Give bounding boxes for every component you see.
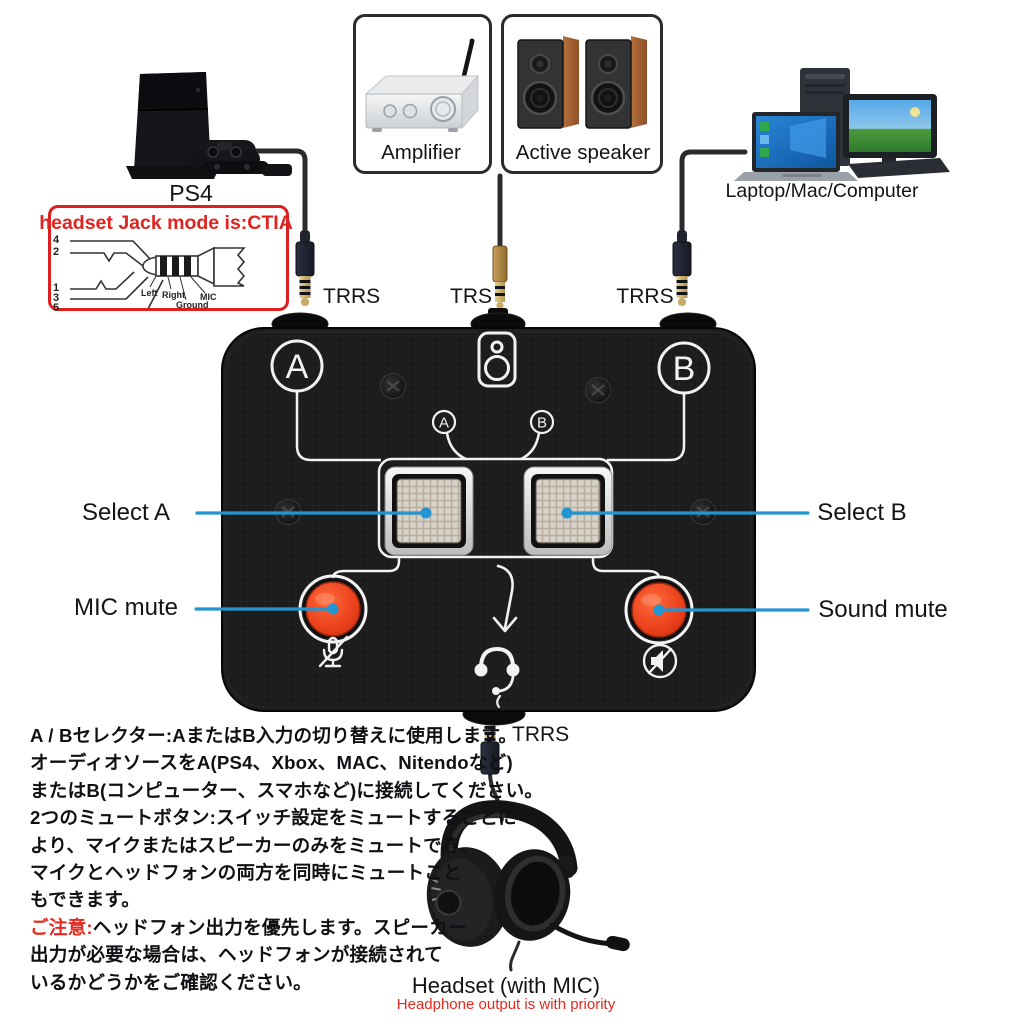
- button-b-letter: B: [537, 415, 547, 432]
- description-line: もできます。: [30, 886, 543, 913]
- headset-label: Headset (with MIC): [411, 973, 601, 998]
- antenna-icon: [460, 39, 475, 83]
- description-line: マイクとヘッドフォンの両方を同時にミュートこと: [30, 859, 543, 886]
- description-line: またはB(コンピューター、スマホなど)に接続してください。: [30, 777, 543, 804]
- trrs-plug-bottom: [480, 716, 500, 775]
- jack-mode-title: headset Jack mode is:CTIA: [39, 212, 293, 234]
- headset-icon: [474, 646, 520, 709]
- pin-2: 2: [53, 246, 60, 258]
- description-line-text: ヘッドフォン出力を優先します。スピーカー: [92, 916, 467, 938]
- sound-mute-annotation: Sound mute: [818, 596, 948, 623]
- screw: [585, 377, 611, 403]
- button-a-badge: A: [431, 409, 457, 435]
- trrs-plug-right: [672, 230, 692, 306]
- ps4-camera: [203, 161, 292, 176]
- amplifier-box: [353, 14, 492, 174]
- input-b-letter: B: [673, 350, 696, 388]
- laptop: [734, 112, 858, 181]
- contact-right: Right: [162, 290, 185, 300]
- pin-1: 1: [53, 282, 60, 294]
- monitor: [843, 94, 937, 171]
- pin-4: 4: [53, 234, 60, 246]
- trs-center-label: TRS: [450, 285, 492, 308]
- headset-image: [426, 800, 630, 952]
- button-a-letter: A: [439, 415, 449, 432]
- description-line: 出力が必要な場合は、ヘッドフォンが接続されて: [30, 941, 543, 968]
- amplifier-image: [364, 38, 480, 132]
- pin-3: 3: [53, 292, 60, 304]
- speaker-right: [585, 36, 647, 129]
- description-line-text: 出力が必要な場合は、ヘッドフォンが接続されて: [30, 944, 443, 966]
- computer-image: [734, 68, 950, 181]
- contact-ground: Ground: [176, 300, 209, 310]
- mic-boom: [549, 922, 615, 947]
- select-a-dot: [420, 507, 432, 519]
- active-speaker-label: Active speaker: [515, 141, 651, 164]
- computer-cable: [679, 149, 748, 235]
- description-line-text: またはB(コンピューター、スマホなど)に接続してください。: [30, 779, 544, 801]
- trrs-left-label: TRRS: [323, 285, 381, 308]
- description-block: A / Bセレクター:AまたはB入力の切り替えに使用します。 オーディオソースを…: [30, 722, 543, 996]
- trs-plug-center: [492, 245, 508, 309]
- pin-5: 5: [53, 302, 60, 314]
- ps4-image: [126, 72, 292, 179]
- screw: [380, 373, 406, 399]
- cables: [241, 148, 748, 972]
- description-line-text: 2つのミュートボタン:スイッチ設定をミュートすることに: [30, 807, 517, 829]
- description-line-text: いるかどうかをご確認ください。: [30, 971, 312, 993]
- amplifier-label: Amplifier: [381, 141, 461, 164]
- description-line-text: A / Bセレクター:AまたはB入力の切り替えに使用します。: [30, 725, 518, 746]
- computer-label: Laptop/Mac/Computer: [725, 180, 919, 202]
- ps4-cable: [241, 148, 308, 235]
- ctia-wiring-diagram: [70, 240, 246, 310]
- button-b-badge: B: [529, 409, 555, 435]
- switcher-device: A B A B: [221, 308, 756, 726]
- contact-mic: MIC: [200, 292, 217, 302]
- input-a-letter: A: [286, 348, 309, 386]
- select-b-dot: [561, 507, 573, 519]
- annotation-lines: [194, 507, 810, 616]
- mic-muted-icon: [318, 635, 349, 668]
- description-line-text: マイクとヘッドフォンの両方を同時にミュートこと: [30, 862, 462, 884]
- active-speaker-image: [517, 36, 647, 129]
- sound-muted-icon: [642, 643, 678, 679]
- speaker-left: [517, 36, 579, 129]
- description-line-text: オーディオソースをA(PS4、Xbox、MAC、Nitendoなど): [30, 752, 513, 774]
- select-b-annotation: Select B: [817, 499, 907, 526]
- trrs-plug-left: [295, 230, 315, 306]
- headset-cable-tail: [509, 940, 521, 972]
- description-line-text: もできます。: [30, 889, 141, 911]
- select-a-annotation: Select A: [81, 499, 171, 526]
- sound-mute-dot: [653, 604, 665, 616]
- description-line: より、マイクまたはスピーカーのみをミュートでき、: [30, 832, 543, 859]
- active-speaker-box: [501, 14, 663, 174]
- jack-mode-box: [48, 205, 289, 311]
- mic-mute-dot: [327, 603, 339, 615]
- description-line: いるかどうかをご確認ください。: [30, 969, 543, 996]
- trrs-bottom-label: TRRS: [512, 723, 570, 746]
- description-line: A / Bセレクター:AまたはB入力の切り替えに使用します。: [30, 722, 543, 749]
- description-line: ご注意:ヘッドフォン出力を優先します。スピーカー: [30, 914, 543, 941]
- description-note-prefix: ご注意:: [30, 916, 93, 938]
- speaker-icon: [477, 331, 517, 388]
- trrs-right-label: TRRS: [616, 285, 674, 308]
- headset-priority-note: Headphone output is with priority: [396, 996, 616, 1013]
- description-line: 2つのミュートボタン:スイッチ設定をミュートすることに: [30, 804, 543, 831]
- description-line-text: より、マイクまたはスピーカーのみをミュートでき、: [30, 834, 479, 856]
- ps4-label: PS4: [169, 180, 213, 206]
- flow-down-arrow-icon: [492, 564, 518, 633]
- contact-left: Left: [141, 288, 158, 298]
- description-line: オーディオソースをA(PS4、Xbox、MAC、Nitendoなど): [30, 749, 543, 776]
- mic-mute-annotation: MIC mute: [73, 594, 179, 621]
